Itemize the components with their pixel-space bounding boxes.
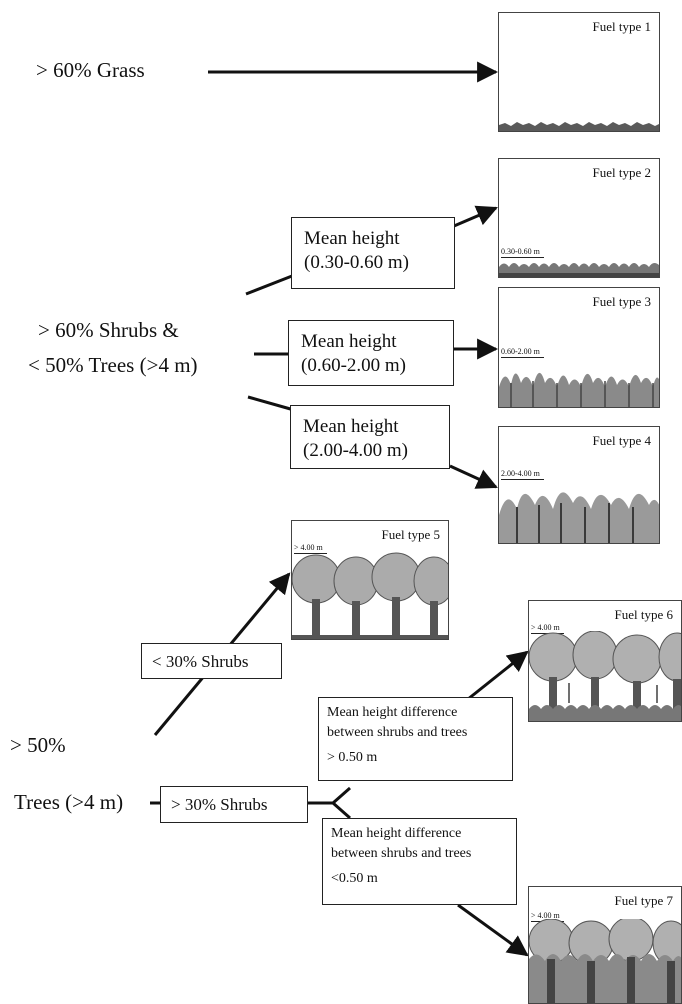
medium-shrub-illustration bbox=[499, 373, 659, 407]
box-line: Mean height difference bbox=[327, 705, 458, 720]
box-line: > 30% Shrubs bbox=[171, 795, 268, 814]
condition-trees-line1: > 50% bbox=[10, 733, 66, 757]
box-line: (2.00-4.00 m) bbox=[303, 439, 409, 461]
arrow-shrubs-lower bbox=[247, 395, 295, 412]
height-label: 0.30-0.60 m bbox=[501, 247, 544, 258]
fuel-type-2-panel: Fuel type 2 0.30-0.60 m bbox=[498, 158, 660, 278]
box-lt30-shrubs: < 30% Shrubs bbox=[141, 643, 282, 679]
condition-shrubs-line2: < 50% Trees (>4 m) bbox=[28, 353, 198, 377]
box-mean-height-200-400: Mean height (2.00-4.00 m) bbox=[290, 405, 450, 469]
dense-trees-shrubs-illustration bbox=[529, 919, 681, 1003]
fuel-type-6-panel: Fuel type 6 > 4.00 m bbox=[528, 600, 682, 722]
box-mean-height-060-200: Mean height (0.60-2.00 m) bbox=[288, 320, 454, 386]
arrow-to-fuel4 bbox=[449, 464, 498, 489]
fuel-type-4-panel: Fuel type 4 2.00-4.00 m bbox=[498, 426, 660, 544]
box-line: (0.60-2.00 m) bbox=[301, 354, 407, 376]
box-gt30-shrubs: > 30% Shrubs bbox=[160, 786, 308, 823]
height-label: 2.00-4.00 m bbox=[501, 469, 544, 480]
fuel-type-title: Fuel type 2 bbox=[592, 165, 652, 180]
box-line: > 0.50 m bbox=[327, 749, 378, 765]
arrow-junction-up bbox=[332, 786, 351, 805]
tall-shrub-illustration bbox=[499, 492, 659, 543]
arrow-junction-down bbox=[332, 801, 351, 820]
fuel-type-title: Fuel type 4 bbox=[592, 433, 652, 448]
arrow-to-fuel2 bbox=[453, 205, 498, 228]
box-line: between shrubs and trees bbox=[331, 846, 472, 862]
box-line: between shrubs and trees bbox=[327, 725, 468, 741]
box-mean-height-030-060: Mean height (0.30-0.60 m) bbox=[291, 217, 455, 289]
fuel-type-1-panel: Fuel type 1 bbox=[498, 12, 660, 132]
fuel-type-title: Fuel type 3 bbox=[592, 294, 652, 309]
height-label: > 4.00 m bbox=[294, 543, 327, 554]
condition-grass: > 60% Grass bbox=[36, 58, 145, 82]
box-height-diff-gt: Mean height difference between shrubs an… bbox=[318, 697, 513, 781]
tree-illustration bbox=[292, 552, 448, 639]
grass-illustration bbox=[499, 122, 659, 131]
arrow-to-fuel7 bbox=[457, 903, 529, 957]
fuel-type-5-panel: Fuel type 5 > 4.00 m bbox=[291, 520, 449, 640]
arrow-shrubs-upper bbox=[245, 274, 293, 296]
box-line: Mean height bbox=[303, 416, 399, 437]
height-label: 0.60-2.00 m bbox=[501, 347, 544, 358]
fuel-type-7-panel: Fuel type 7 > 4.00 m bbox=[528, 886, 682, 1004]
condition-trees-line2: Trees (>4 m) bbox=[14, 790, 124, 814]
low-shrub-illustration bbox=[499, 263, 659, 277]
fuel-type-title: Fuel type 5 bbox=[381, 527, 441, 542]
fuel-type-title: Fuel type 7 bbox=[614, 893, 674, 908]
fuel-type-title: Fuel type 1 bbox=[592, 19, 652, 34]
box-line: Mean height bbox=[301, 331, 397, 352]
trees-over-shrubs-illustration bbox=[529, 631, 681, 721]
box-line: Mean height bbox=[304, 228, 400, 249]
fuel-type-3-panel: Fuel type 3 0.60-2.00 m bbox=[498, 287, 660, 408]
box-line: <0.50 m bbox=[331, 870, 378, 886]
box-height-diff-lt: Mean height difference between shrubs an… bbox=[322, 818, 517, 905]
box-line: Mean height difference bbox=[331, 826, 462, 841]
fuel-type-title: Fuel type 6 bbox=[614, 607, 674, 622]
box-line: < 30% Shrubs bbox=[152, 652, 249, 671]
box-line: (0.30-0.60 m) bbox=[304, 251, 410, 273]
condition-shrubs-line1: > 60% Shrubs & bbox=[38, 318, 179, 342]
